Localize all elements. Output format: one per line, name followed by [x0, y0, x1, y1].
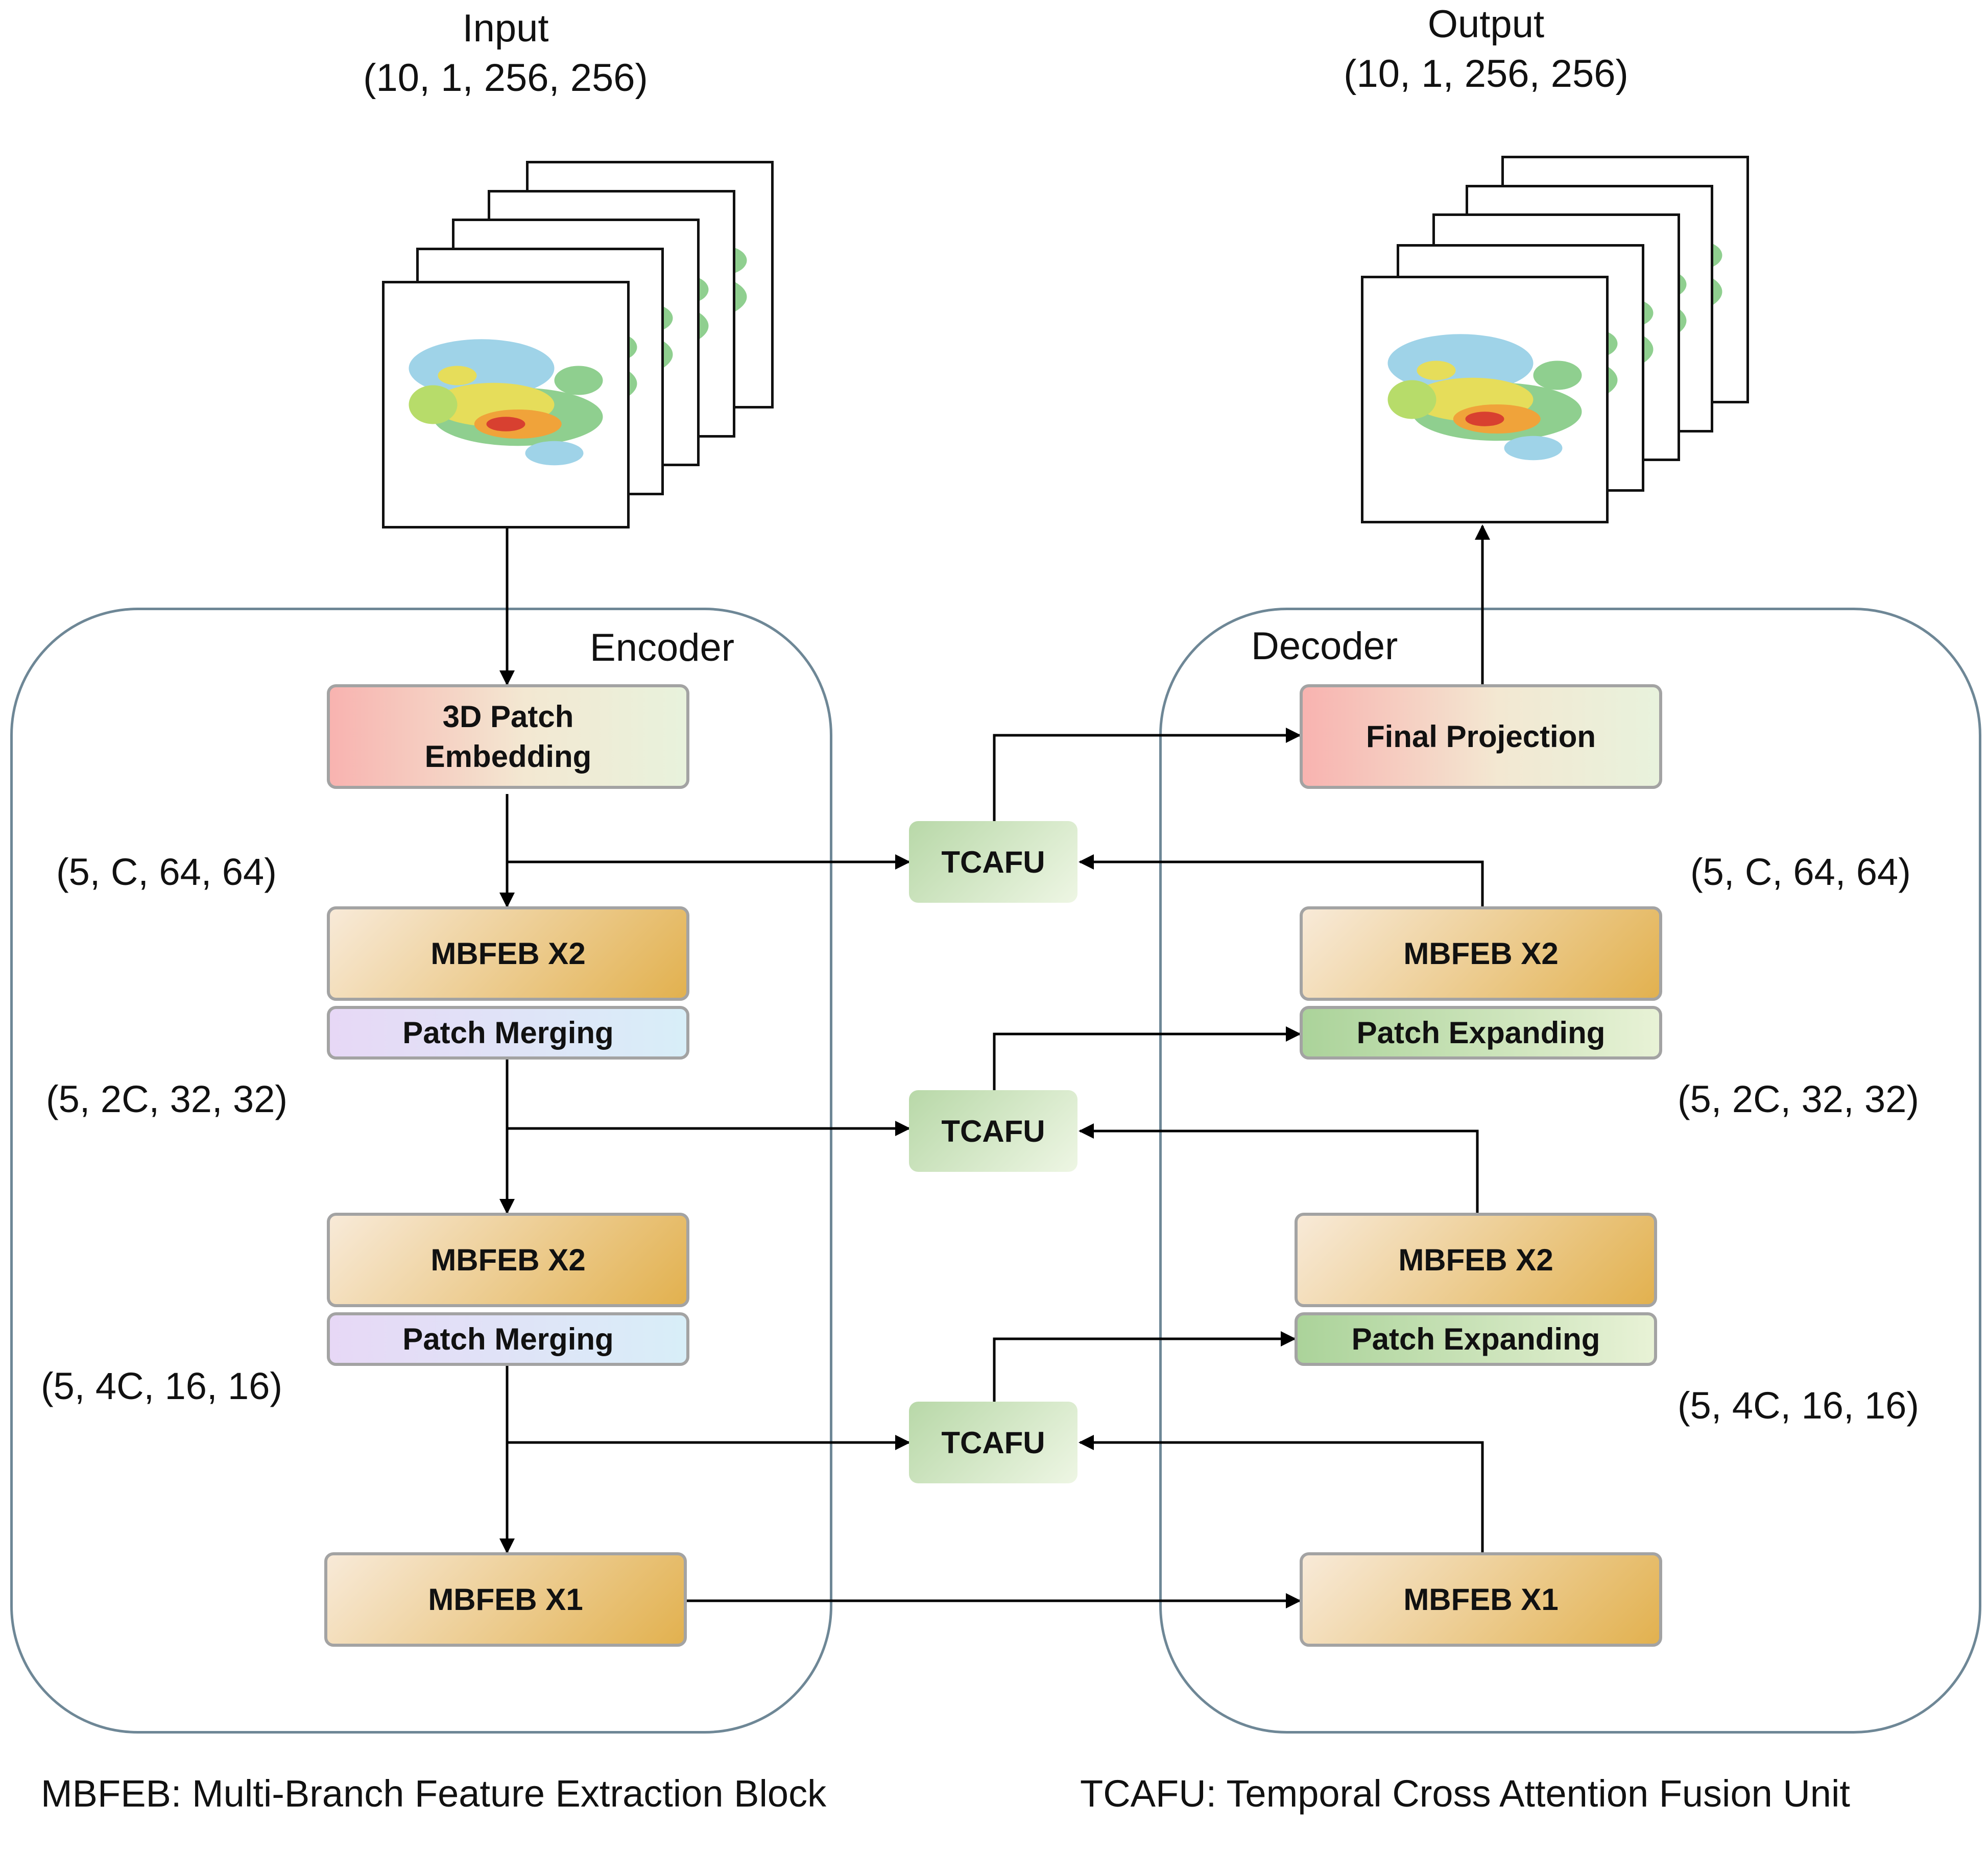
decoder-region — [1159, 608, 1981, 1734]
decoder-mbfeb-block-1: MBFEB X2 — [1300, 906, 1662, 1001]
patch-merging-block-1: Patch Merging — [327, 1006, 689, 1060]
encoder-dim-1: (5, C, 64, 64) — [56, 851, 277, 893]
patch-merging-block-2: Patch Merging — [327, 1312, 689, 1366]
final-projection-block: Final Projection — [1300, 684, 1662, 789]
encoder-dim-3: (5, 4C, 16, 16) — [41, 1365, 283, 1407]
radar-frame — [382, 281, 630, 528]
tcafu-block-3: TCAFU — [909, 1402, 1077, 1483]
encoder-region — [10, 608, 832, 1734]
decoder-dim-1: (5, C, 64, 64) — [1690, 851, 1911, 893]
encoder-mbfeb-block-3: MBFEB X1 — [324, 1552, 687, 1647]
encoder-mbfeb-block-1: MBFEB X2 — [327, 906, 689, 1001]
decoder-mbfeb-block-2: MBFEB X2 — [1295, 1213, 1657, 1307]
input-shape: (10, 1, 256, 256) — [363, 56, 648, 100]
legend-mbfeb: MBFEB: Multi-Branch Feature Extraction B… — [41, 1772, 827, 1815]
output-shape: (10, 1, 256, 256) — [1344, 52, 1628, 95]
input-title: Input — [462, 7, 549, 50]
legend-tcafu: TCAFU: Temporal Cross Attention Fusion U… — [1080, 1772, 1850, 1815]
decoder-dim-3: (5, 4C, 16, 16) — [1678, 1384, 1920, 1427]
encoder-label: Encoder — [590, 626, 735, 669]
decoder-mbfeb-block-3: MBFEB X1 — [1300, 1552, 1662, 1647]
tcafu-block-2: TCAFU — [909, 1090, 1077, 1172]
encoder-mbfeb-block-2: MBFEB X2 — [327, 1213, 689, 1307]
decoder-label: Decoder — [1251, 624, 1398, 668]
encoder-dim-2: (5, 2C, 32, 32) — [46, 1078, 288, 1120]
tcafu-block-1: TCAFU — [909, 821, 1077, 903]
output-title: Output — [1427, 3, 1545, 46]
patch-embedding-block: 3D Patch Embedding — [327, 684, 689, 789]
radar-frame — [1361, 276, 1609, 523]
patch-expanding-block-2: Patch Expanding — [1295, 1312, 1657, 1366]
patch-expanding-block-1: Patch Expanding — [1300, 1006, 1662, 1060]
decoder-dim-2: (5, 2C, 32, 32) — [1678, 1078, 1920, 1120]
